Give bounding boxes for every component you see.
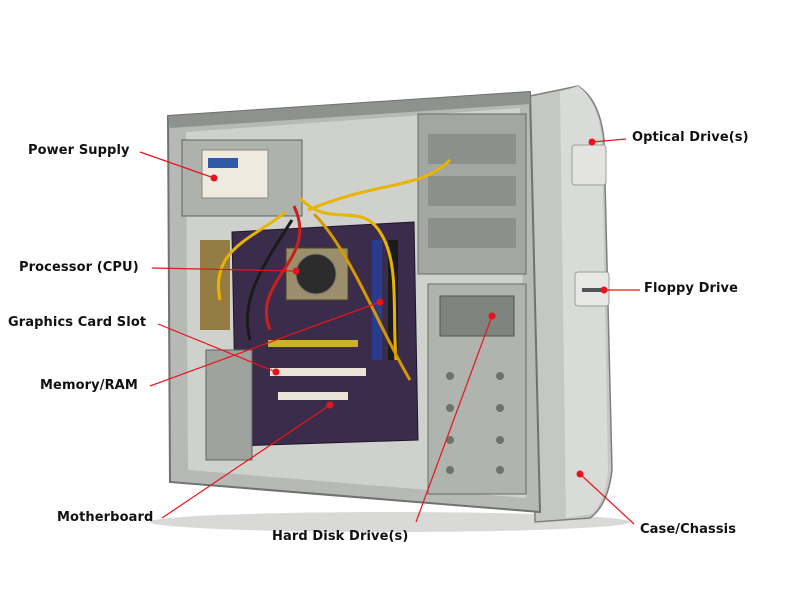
leader-optical-drive: [591, 138, 627, 143]
red-dot-marker: [272, 368, 280, 376]
hard-disk-unit: [439, 295, 515, 337]
label-floppy-drive: Floppy Drive: [644, 281, 739, 296]
red-dot-marker: [326, 401, 334, 409]
label-case-chassis: Case/Chassis: [640, 522, 737, 537]
expansion-slot-1: [270, 368, 366, 376]
power-cables: [217, 158, 452, 381]
red-dot-marker: [600, 286, 608, 294]
leader-case-chassis: [579, 473, 635, 525]
label-motherboard: Motherboard: [57, 510, 154, 525]
drive-cage-holes: [446, 372, 504, 474]
case-shadow: [150, 512, 630, 532]
ram-slot-1: [372, 240, 382, 360]
leader-graphics-card-slot: [157, 323, 277, 373]
red-dot-marker: [488, 312, 496, 320]
red-dot-marker: [576, 470, 584, 478]
expansion-slot-3: [268, 340, 358, 347]
power-supply-sticker-stripe: [208, 158, 238, 168]
label-optical-drive: Optical Drive(s): [632, 130, 749, 145]
leader-memory-ram: [149, 301, 381, 387]
label-memory-ram: Memory/RAM: [40, 378, 138, 393]
leader-hard-disk: [415, 315, 493, 523]
red-dot-marker: [210, 174, 218, 182]
leader-power-supply: [139, 151, 215, 179]
drive-bay-slot-2: [428, 176, 516, 206]
io-panel: [200, 240, 230, 330]
optical-drive-bay: [571, 144, 607, 186]
label-hard-disk: Hard Disk Drive(s): [272, 529, 409, 544]
red-dot-marker: [292, 267, 300, 275]
chassis-top-rail: [168, 92, 530, 128]
label-processor: Processor (CPU): [19, 260, 139, 275]
optical-drive-tray: [428, 134, 516, 164]
leader-processor: [151, 267, 297, 272]
floppy-slot: [582, 288, 606, 292]
red-dot-marker: [588, 138, 596, 146]
rear-io-brackets: [205, 349, 253, 461]
label-power-supply: Power Supply: [28, 143, 130, 158]
drive-bay-slot-3: [428, 218, 516, 248]
leader-motherboard: [161, 404, 331, 519]
expansion-slot-2: [278, 392, 348, 400]
label-graphics-card-slot: Graphics Card Slot: [8, 315, 147, 330]
red-dot-marker: [376, 298, 384, 306]
